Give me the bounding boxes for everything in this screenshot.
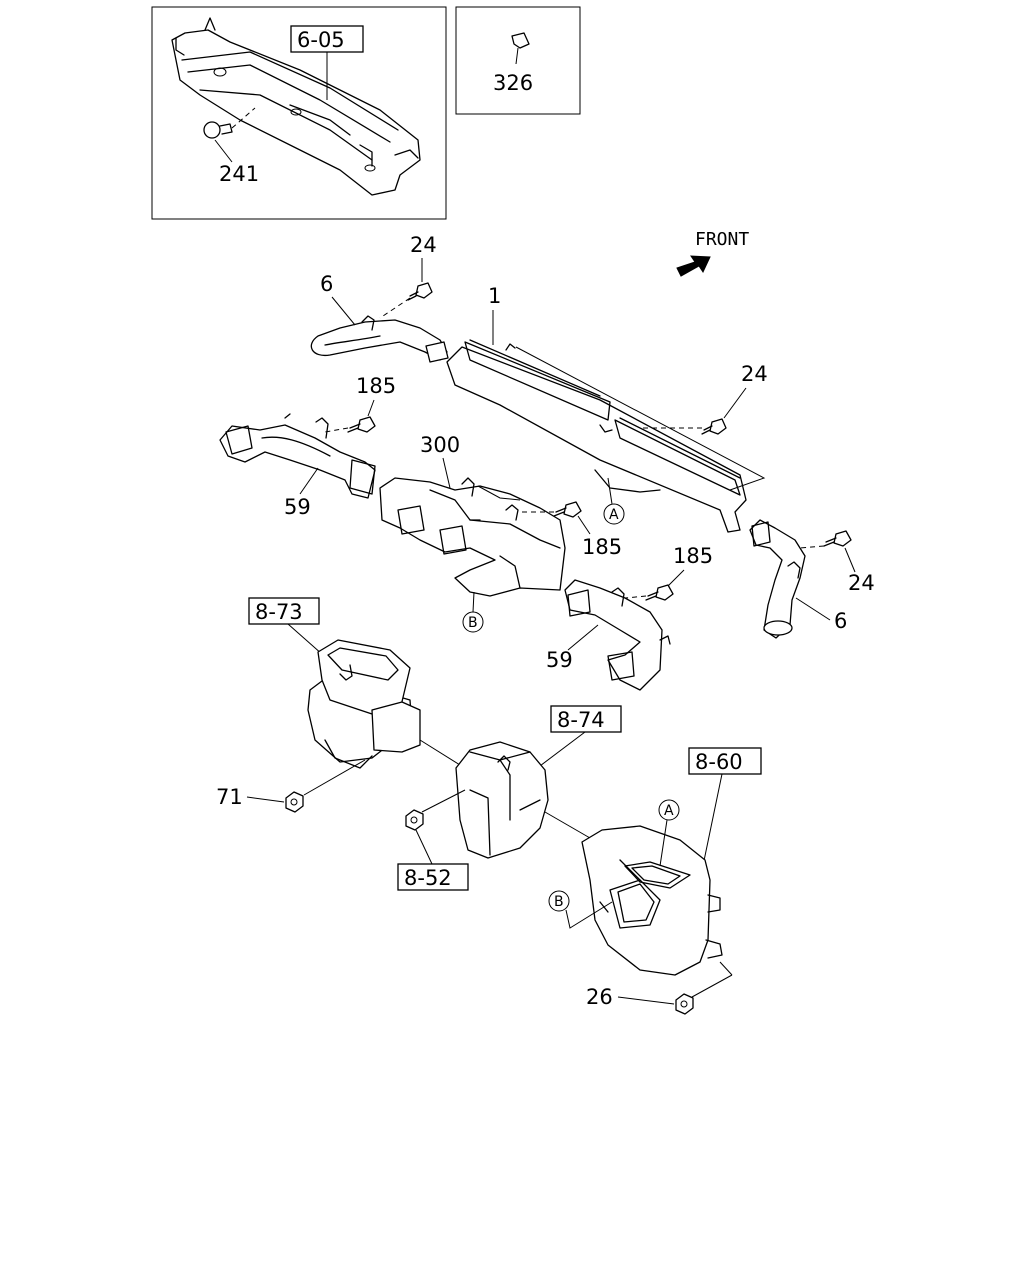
ref-box-8-74 xyxy=(550,705,622,733)
ref-label-8-74: 8-74 xyxy=(557,708,605,732)
front-label: FRONT xyxy=(695,229,749,250)
screw-24-right-icon xyxy=(701,418,727,435)
screw-24-far-right-icon xyxy=(823,530,852,547)
defroster-nozzle-1 xyxy=(446,339,766,533)
screw-185-right-icon xyxy=(645,584,674,601)
part-label-24-right: 24 xyxy=(741,362,768,386)
screw-24-top-icon xyxy=(407,282,433,301)
cowl-panel-drawing xyxy=(171,17,421,196)
ref-circle-b-mid-text: B xyxy=(468,615,478,631)
ref-label-8-73: 8-73 xyxy=(255,600,303,624)
ref-box-6-05 xyxy=(290,25,364,53)
ref-box-8-73 xyxy=(248,597,320,625)
part-label-300: 300 xyxy=(420,433,460,457)
heater-unit-8-60 xyxy=(581,825,723,976)
ref-label-8-52: 8-52 xyxy=(404,866,452,890)
nut-8-52-icon xyxy=(405,809,424,831)
part-label-59-left: 59 xyxy=(284,495,311,519)
inset-frame-1 xyxy=(151,6,447,220)
ref-label-8-60: 8-60 xyxy=(695,750,743,774)
inset-frame-2 xyxy=(455,6,581,115)
ref-box-8-60 xyxy=(688,747,762,775)
ref-circle-b-low-text: B xyxy=(554,894,564,910)
ref-circle-a-mid-text: A xyxy=(609,507,619,523)
part-label-185-mid: 185 xyxy=(582,535,622,559)
side-duct-59-left xyxy=(219,413,376,499)
part-label-185-right: 185 xyxy=(673,544,713,568)
nut-26-icon xyxy=(675,993,694,1015)
evaporator-unit-8-74 xyxy=(455,741,549,859)
part-label-26: 26 xyxy=(586,985,613,1009)
part-label-6-right: 6 xyxy=(834,609,847,633)
ref-label-6-05: 6-05 xyxy=(297,28,345,52)
part-label-59-right: 59 xyxy=(546,648,573,672)
screw-185-top-icon xyxy=(347,416,376,433)
ref-box-8-52 xyxy=(397,863,469,891)
nut-71-icon xyxy=(285,791,304,813)
screw-185-mid-icon xyxy=(553,501,582,518)
front-arrow-icon xyxy=(676,255,711,277)
part-label-24-top: 24 xyxy=(410,233,437,257)
side-duct-6-left xyxy=(310,315,449,363)
clip-326-icon xyxy=(511,32,530,49)
clip-241-icon xyxy=(203,121,233,139)
part-label-326: 326 xyxy=(493,71,533,95)
blower-unit-8-73 xyxy=(307,639,421,769)
side-duct-6-right xyxy=(749,519,806,639)
side-duct-59-right xyxy=(564,579,671,691)
front-indicator: FRONT xyxy=(676,229,749,277)
part-label-241: 241 xyxy=(219,162,259,186)
part-label-71: 71 xyxy=(216,785,243,809)
center-duct-300 xyxy=(379,477,566,597)
inset-cowl-panel: 6-05 241 xyxy=(151,6,447,220)
inset-clip-326: 326 xyxy=(455,6,581,115)
ref-circle-a-low xyxy=(658,799,680,821)
part-label-1: 1 xyxy=(488,284,501,308)
ref-circle-a-low-text: A xyxy=(664,803,674,819)
ref-circle-a-mid xyxy=(603,503,625,525)
part-label-24-far-right: 24 xyxy=(848,571,875,595)
ref-circle-b-low xyxy=(548,890,570,912)
part-label-185-top: 185 xyxy=(356,374,396,398)
part-label-6-top: 6 xyxy=(320,272,333,296)
